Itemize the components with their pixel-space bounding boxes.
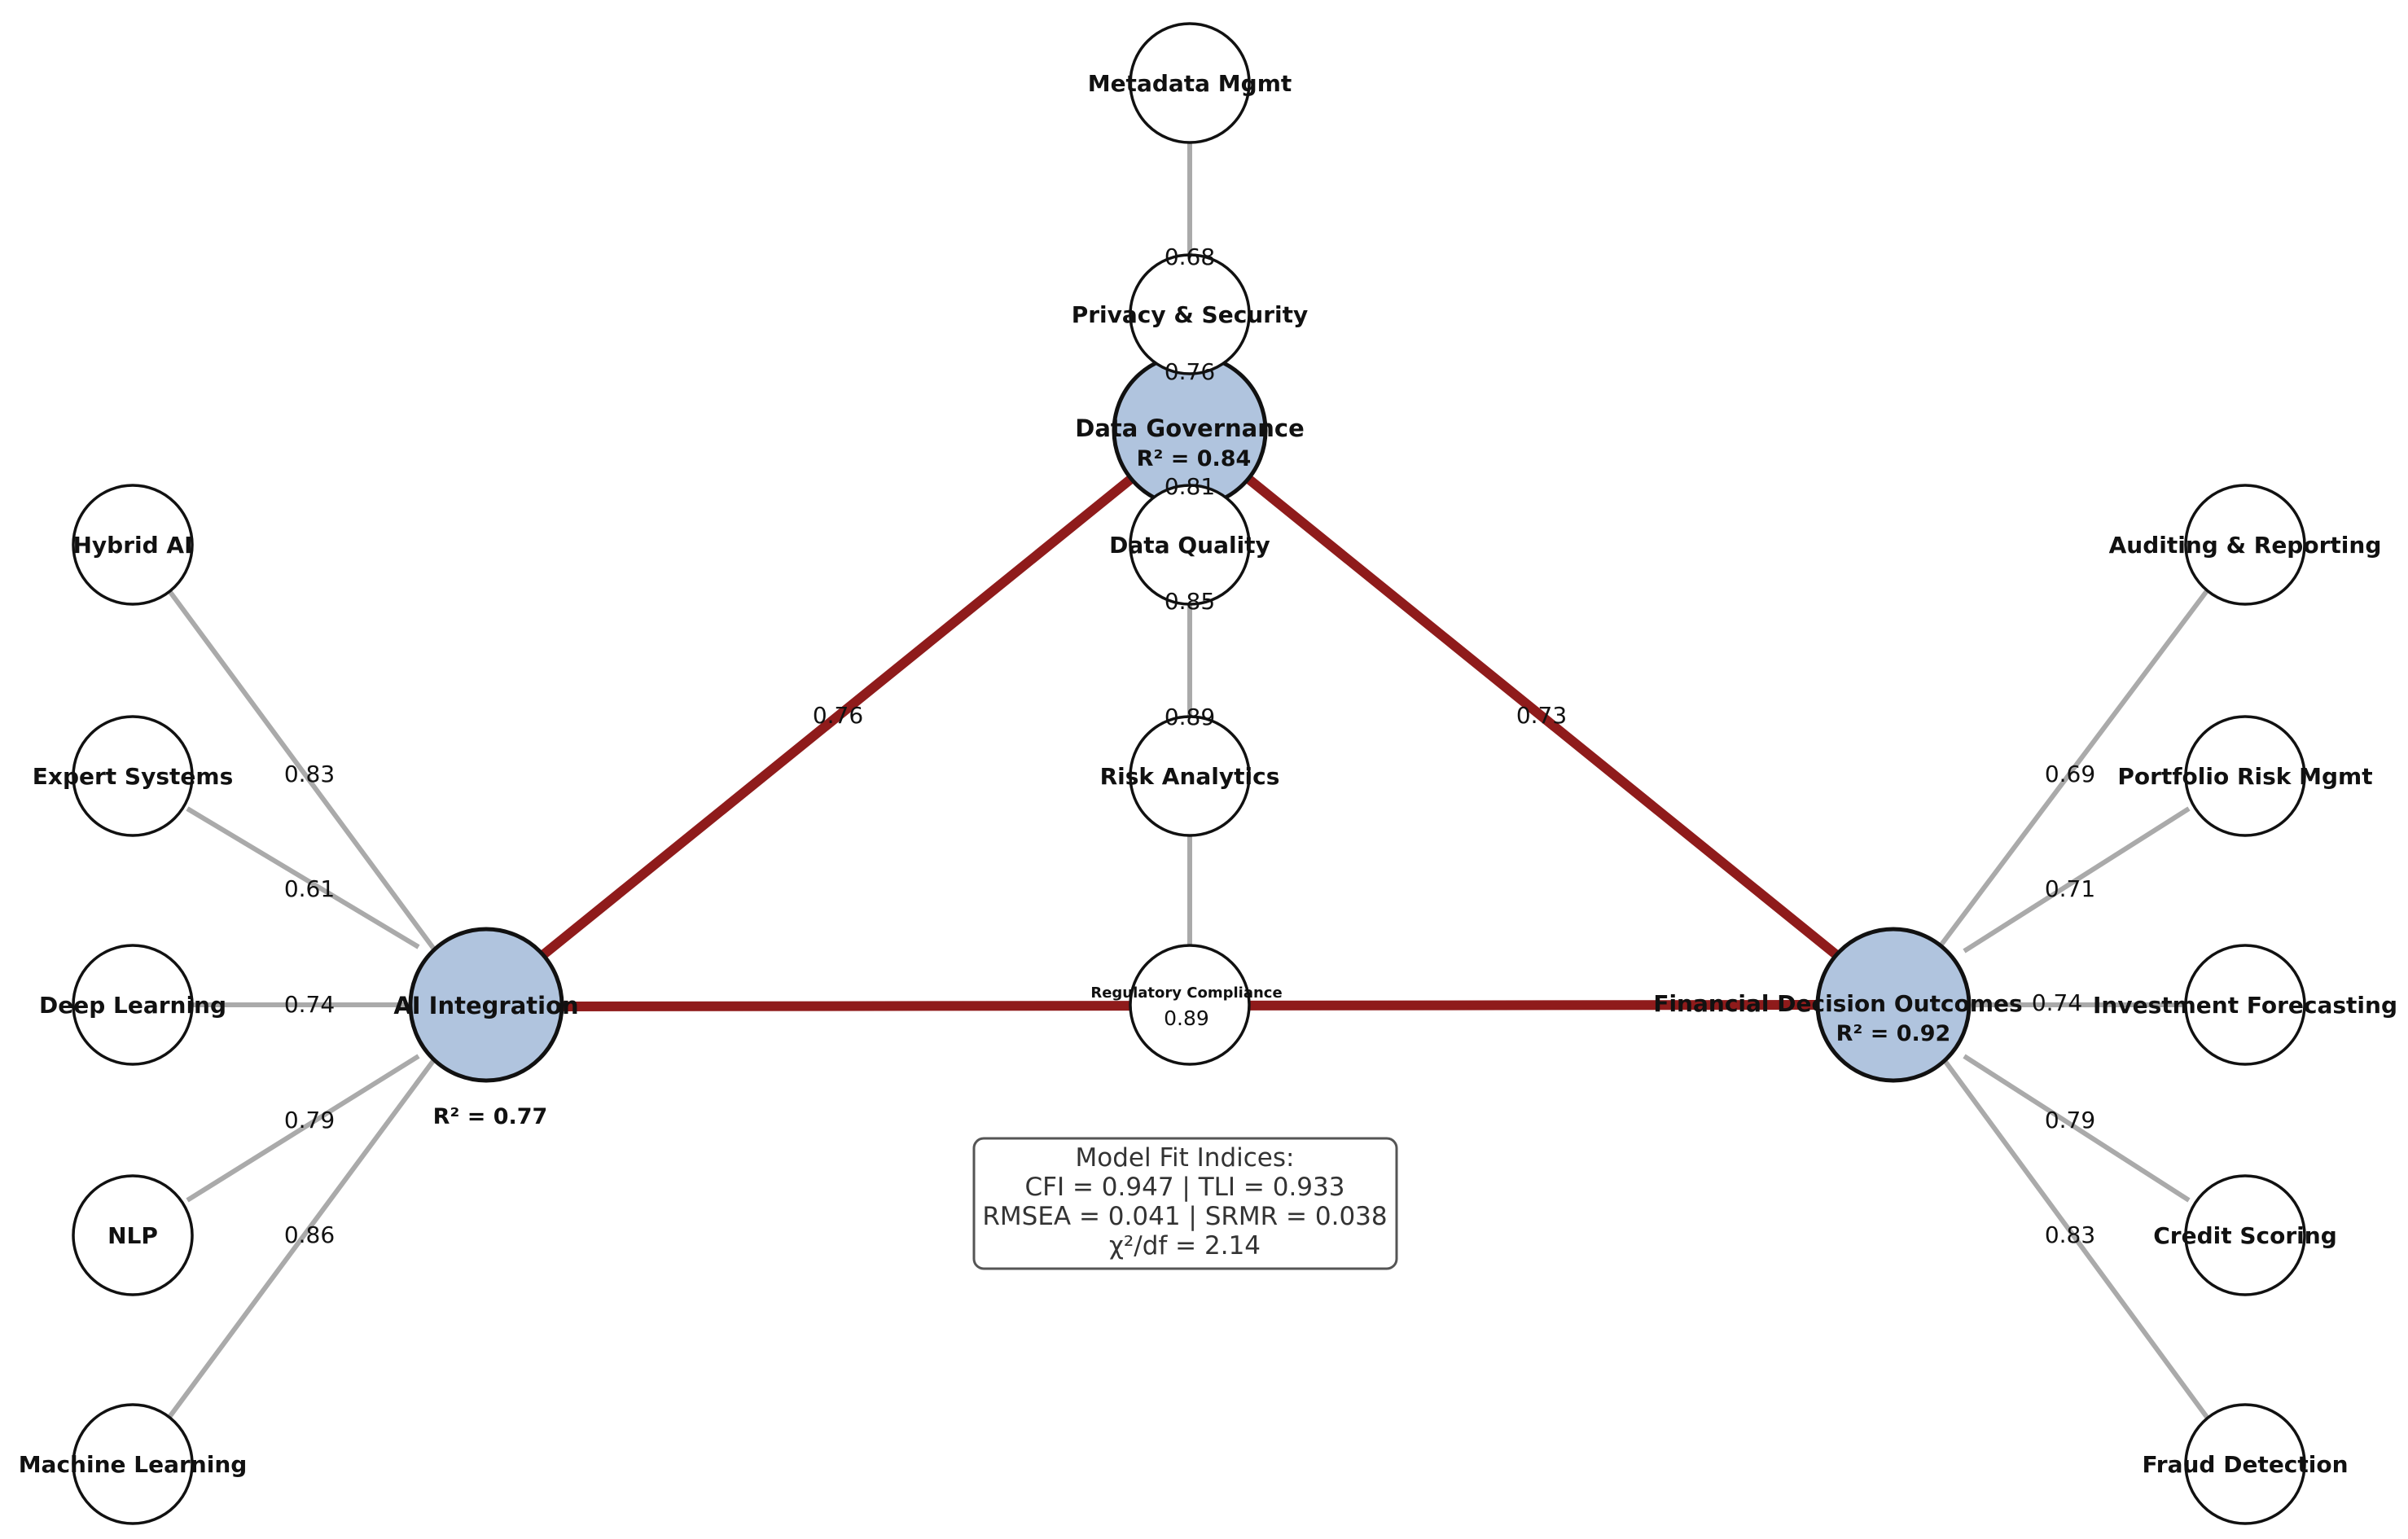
loading-coef-risk-analytics: 0.85 (1165, 588, 1215, 615)
path-dg-fdo (1243, 474, 1840, 958)
indicator-label-risk-analytics: Risk Analytics (1100, 763, 1280, 790)
indicator-label-machine-learning: Machine Learning (19, 1451, 248, 1478)
model-fit-line3: χ²/df = 2.14 (1109, 1231, 1261, 1261)
coefficient-labels: 0.76 0.73 0.83 0.61 0.74 0.79 0.86 0.68 … (284, 243, 2095, 1248)
loading-coef-fraud-detection: 0.83 (2045, 1221, 2095, 1248)
path-coef-ai-dg: 0.76 (813, 702, 863, 729)
loading-coef-regulatory-compliance: 0.89 (1164, 1006, 1209, 1030)
loading-coef-portfolio-risk-mgmt: 0.71 (2045, 875, 2095, 902)
loading-coef-nlp: 0.79 (284, 1107, 335, 1133)
indicator-node-privacy-security (1129, 253, 1251, 375)
indicator-node-machine-learning (72, 1403, 194, 1525)
indicator-label-data-quality: Data Quality (1109, 532, 1270, 559)
model-fit-frame (972, 1137, 1398, 1270)
indicator-node-portfolio-risk-mgmt (2184, 715, 2306, 837)
latent-node-financial-decision-outcomes (1815, 927, 1972, 1083)
loading-coef-deep-learning: 0.74 (284, 991, 335, 1018)
loading-line-credit-scoring (1963, 1054, 2191, 1203)
loading-coef-hybrid-ai: 0.83 (284, 761, 335, 787)
indicator-node-nlp (72, 1174, 194, 1296)
latent-nodes (408, 353, 1972, 1083)
indicator-node-risk-analytics (1129, 715, 1251, 837)
indicator-node-expert-systems (72, 715, 194, 837)
indicator-node-investment-forecasting (2184, 944, 2306, 1066)
model-fit-box: Model Fit Indices: CFI = 0.947 | TLI = 0… (972, 1137, 1398, 1270)
indicator-label-fraud-detection: Fraud Detection (2142, 1451, 2348, 1478)
indicator-label-metadata-mgmt: Metadata Mgmt (1088, 70, 1292, 97)
loading-line-auditing-reporting (1939, 587, 2211, 946)
loading-coef-auditing-reporting: 0.69 (2045, 761, 2095, 787)
model-fit-title: Model Fit Indices: (1076, 1143, 1295, 1173)
indicator-nodes (72, 22, 2306, 1525)
loading-coef-credit-scoring: 0.79 (2045, 1107, 2095, 1133)
loading-coef-regulatory-compliance-upper: 0.89 (1165, 704, 1215, 730)
indicator-label-deep-learning: Deep Learning (39, 992, 226, 1019)
indicator-label-expert-systems: Expert Systems (33, 763, 233, 790)
indicator-label-privacy-security: Privacy & Security (1072, 301, 1309, 328)
loading-coef-privacy-security: 0.76 (1165, 358, 1215, 385)
loading-coef-investment-forecasting: 0.74 (2032, 989, 2082, 1016)
indicator-node-deep-learning (72, 944, 194, 1066)
latent-label-ai-integration: AI Integration (393, 992, 578, 1019)
indicator-node-data-quality (1129, 484, 1251, 606)
latent-labels: AI Integration R² = 0.77 Data Governance… (393, 414, 2022, 1129)
loading-coef-data-quality: 0.81 (1165, 473, 1215, 500)
loading-coef-machine-learning: 0.86 (284, 1221, 335, 1248)
latent-label-financial-decision-outcomes: Financial Decision Outcomes (1653, 990, 2022, 1017)
latent-r2-ai-integration: R² = 0.77 (433, 1104, 548, 1129)
latent-node-ai-integration (408, 927, 564, 1083)
loading-coef-metadata-mgmt: 0.68 (1165, 243, 1215, 270)
indicator-label-investment-forecasting: Investment Forecasting (2093, 992, 2397, 1019)
indicator-label-hybrid-ai: Hybrid AI (72, 532, 192, 559)
indicator-label-portfolio-risk-mgmt: Portfolio Risk Mgmt (2117, 763, 2372, 790)
loading-line-fraud-detection (1939, 1054, 2211, 1421)
indicator-node-hybrid-ai (72, 484, 194, 606)
indicator-node-auditing-reporting (2184, 484, 2306, 606)
indicator-label-nlp: NLP (107, 1222, 158, 1249)
indicator-node-credit-scoring (2184, 1174, 2306, 1296)
loading-line-expert-systems (186, 806, 420, 949)
loading-line-portfolio-risk-mgmt (1963, 806, 2191, 954)
indicator-label-regulatory-compliance: Regulatory Compliance (1090, 984, 1282, 1002)
latent-label-data-governance: Data Governance (1075, 414, 1305, 442)
indicator-node-metadata-mgmt (1129, 22, 1251, 144)
path-ai-dg (540, 474, 1136, 958)
loading-lines (165, 142, 2211, 1421)
indicator-node-fraud-detection (2184, 1403, 2306, 1525)
model-fit-line1: CFI = 0.947 | TLI = 0.933 (1025, 1173, 1345, 1202)
latent-r2-financial-decision-outcomes: R² = 0.92 (1836, 1021, 1951, 1046)
loading-line-machine-learning (165, 1050, 442, 1421)
loading-line-hybrid-ai (165, 587, 442, 958)
indicator-labels: Hybrid AI Expert Systems Deep Learning N… (19, 70, 2397, 1478)
indicator-label-credit-scoring: Credit Scoring (2153, 1222, 2337, 1249)
indicator-label-auditing-reporting: Auditing & Reporting (2109, 532, 2382, 559)
loading-coef-expert-systems: 0.61 (284, 875, 335, 902)
loading-line-nlp (186, 1054, 420, 1203)
latent-r2-data-governance: R² = 0.84 (1137, 446, 1252, 471)
path-coef-dg-fdo: 0.73 (1516, 702, 1567, 729)
model-fit-line2: RMSEA = 0.041 | SRMR = 0.038 (982, 1202, 1387, 1231)
indicator-node-regulatory-compliance (1129, 944, 1251, 1066)
